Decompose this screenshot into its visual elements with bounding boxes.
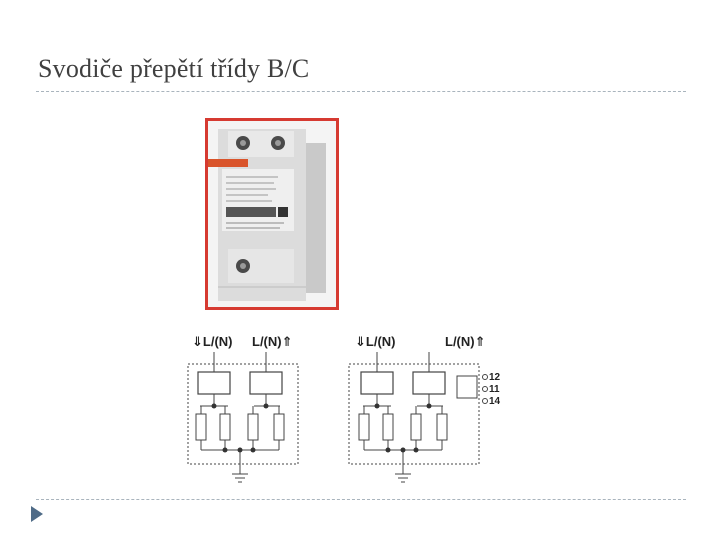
title-divider (36, 91, 686, 92)
terminal-label-right: L/(N)⇑ (445, 334, 486, 349)
schematic-2pole-signal: ⇓L/(N) L/(N)⇑ 12 11 14 (345, 328, 505, 488)
terminal-label-left: ⇓L/(N) (192, 334, 233, 349)
terminal-label-right: L/(N)⇑ (252, 334, 293, 349)
schematic-2pole-signal-drawing (348, 352, 488, 483)
schematic-2pole-drawing (187, 352, 299, 483)
signal-terminal-11: 11 (489, 384, 500, 395)
bullet-arrow-icon (31, 506, 43, 522)
footer-divider (36, 499, 686, 500)
schematic-2pole: ⇓L/(N) L/(N)⇑ (182, 328, 312, 488)
signal-terminal-12: 12 (489, 372, 501, 383)
product-photo (205, 118, 339, 310)
slide-title: Svodiče přepětí třídy B/C (38, 54, 310, 83)
terminal-label-left: ⇓L/(N) (355, 334, 396, 349)
signal-terminal-14: 14 (489, 396, 501, 407)
